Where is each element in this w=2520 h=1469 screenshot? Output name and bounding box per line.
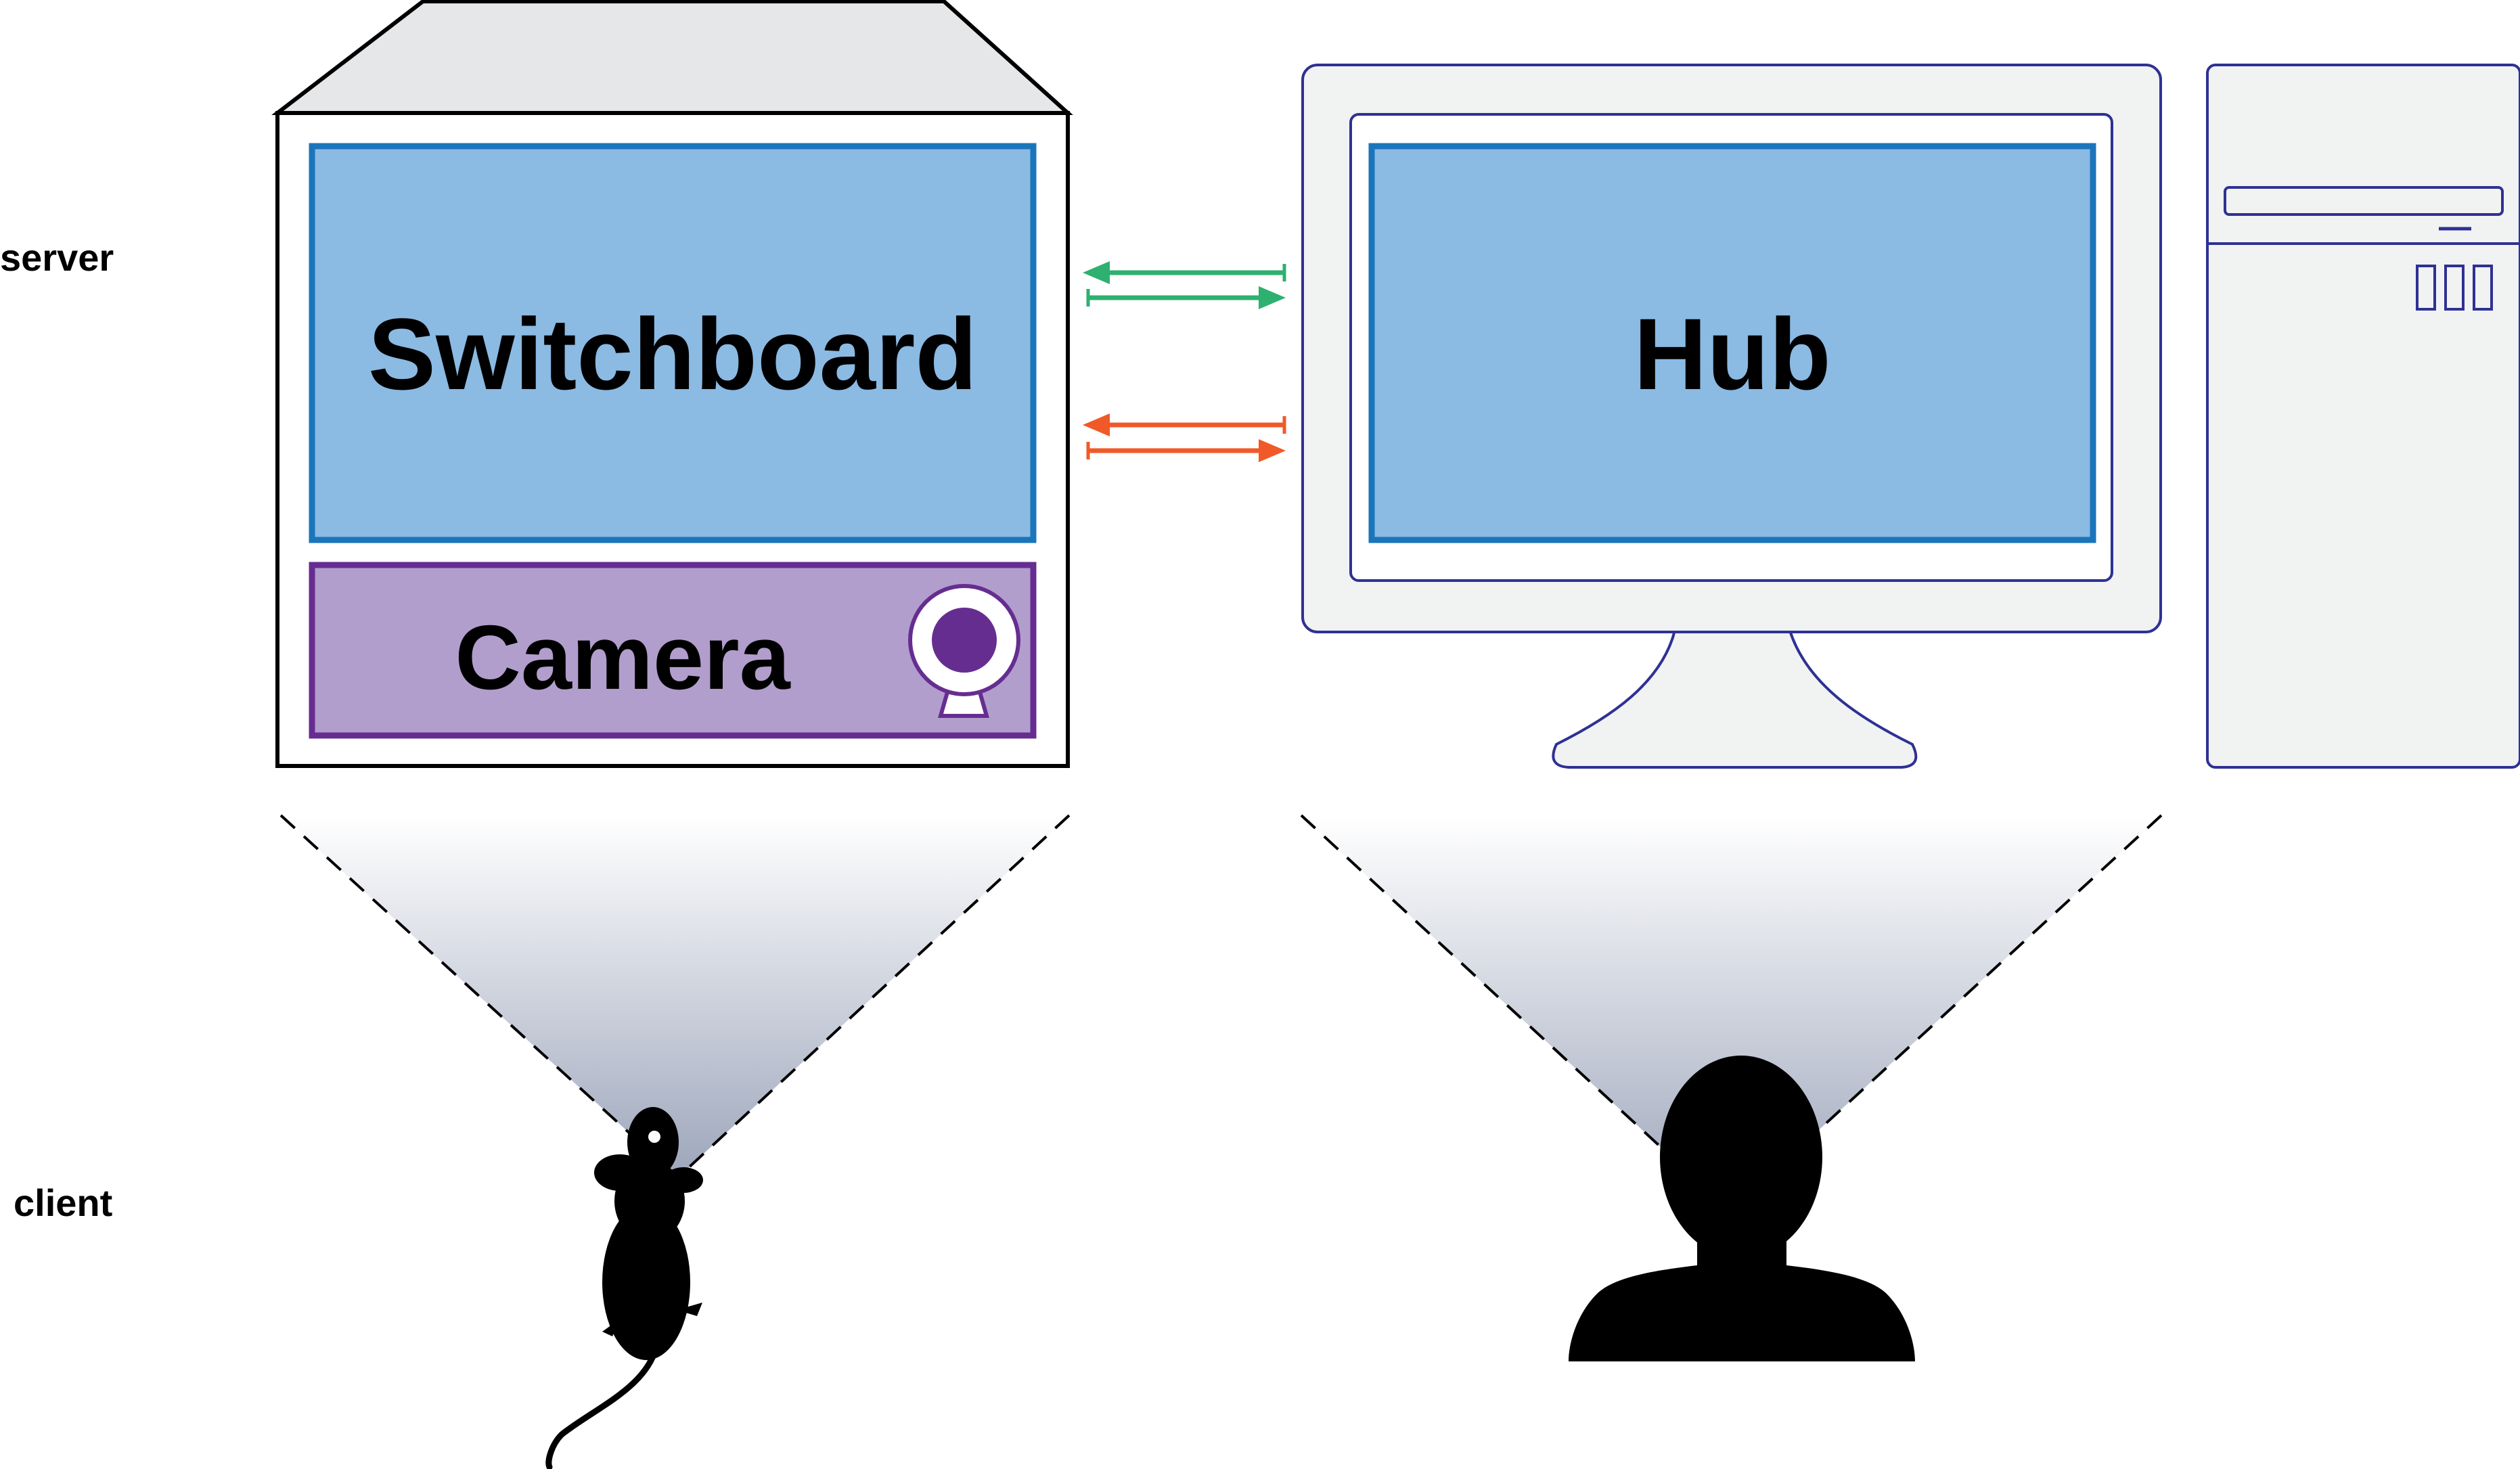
box-top-face xyxy=(271,0,1073,115)
server-label: server xyxy=(0,236,114,279)
mouse-icon xyxy=(545,1107,703,1469)
camera-icon xyxy=(908,584,1020,718)
client-label: client xyxy=(14,1181,112,1224)
switchboard-panel xyxy=(309,143,1037,543)
switchboard-device: Switchboard Camera xyxy=(271,0,1073,768)
camera-label: Camera xyxy=(455,606,790,708)
hub-panel xyxy=(1368,143,2096,543)
switchboard-label: Switchboard xyxy=(368,297,977,411)
computer-tower-icon xyxy=(2206,64,2520,769)
mouse-view-cone xyxy=(279,814,1071,1179)
drive-bay xyxy=(2224,186,2504,216)
monitor-stand xyxy=(1552,629,1918,769)
data-arrows-green xyxy=(1083,261,1286,309)
data-arrows-orange xyxy=(1083,413,1286,462)
person-icon xyxy=(1569,1056,1915,1361)
monitor: Hub xyxy=(1301,64,2162,769)
user-view-cone xyxy=(1300,814,2163,1213)
hub-label: Hub xyxy=(1634,297,1831,411)
